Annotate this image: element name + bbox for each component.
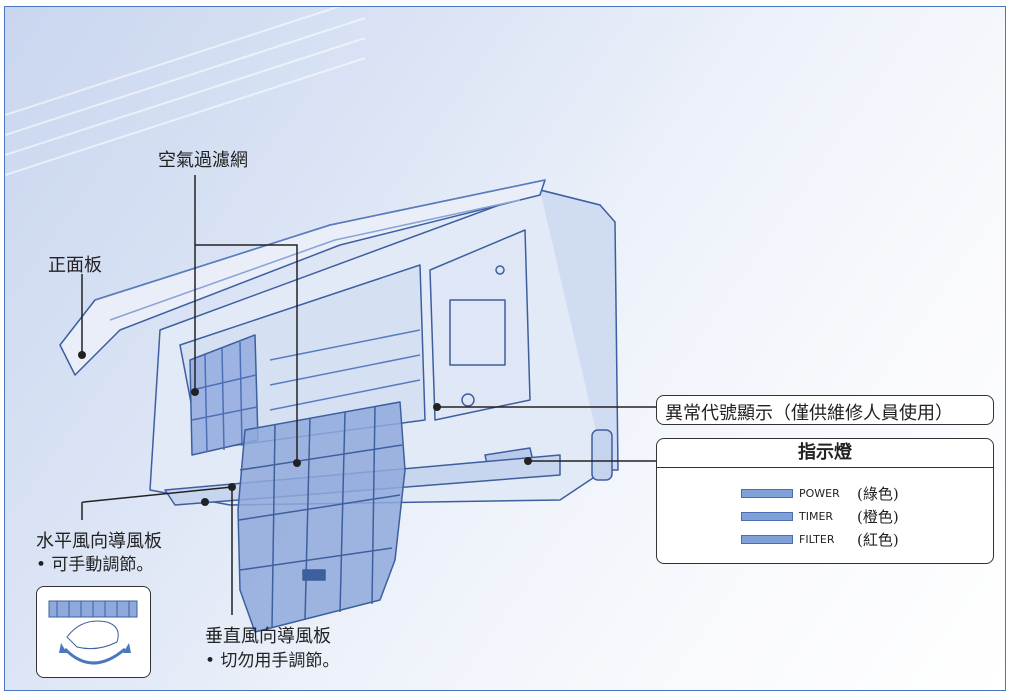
indicator-color: (紅色) [857, 531, 899, 549]
indicator-title: 指示燈 [657, 439, 993, 468]
indicator-row-timer: TIMER (橙色) [741, 506, 899, 527]
indicator-name: POWER [799, 487, 840, 500]
label-air-filter: 空氣過濾網 [158, 150, 248, 171]
indicator-name: FILTER [799, 533, 835, 546]
error-code-box: 異常代號顯示（僅供維修人員使用） [656, 395, 994, 425]
hand-adjust-inset [36, 586, 151, 678]
label-front-panel: 正面板 [48, 255, 102, 276]
power-led-icon [741, 489, 793, 498]
timer-led-icon [741, 512, 793, 521]
indicator-color: (橙色) [857, 508, 899, 526]
indicator-row-power: POWER (綠色) [741, 483, 899, 504]
hand-adjust-icon [48, 600, 138, 665]
label-error-code: 異常代號顯示（僅供維修人員使用） [665, 403, 953, 424]
label-horizontal-vane: 水平風向導風板 [36, 531, 162, 552]
label-horizontal-vane-note: • 可手動調節。 [36, 555, 154, 575]
indicator-row-filter: FILTER (紅色) [741, 529, 899, 550]
indicator-panel: 指示燈 POWER (綠色) TIMER (橙色) FILTER (紅色) [656, 438, 994, 564]
indicator-name: TIMER [799, 510, 834, 523]
filter-led-icon [741, 535, 793, 544]
label-vertical-vane-note: • 切勿用手調節。 [205, 651, 340, 671]
label-vertical-vane: 垂直風向導風板 [205, 626, 331, 647]
indicator-color: (綠色) [857, 485, 899, 503]
